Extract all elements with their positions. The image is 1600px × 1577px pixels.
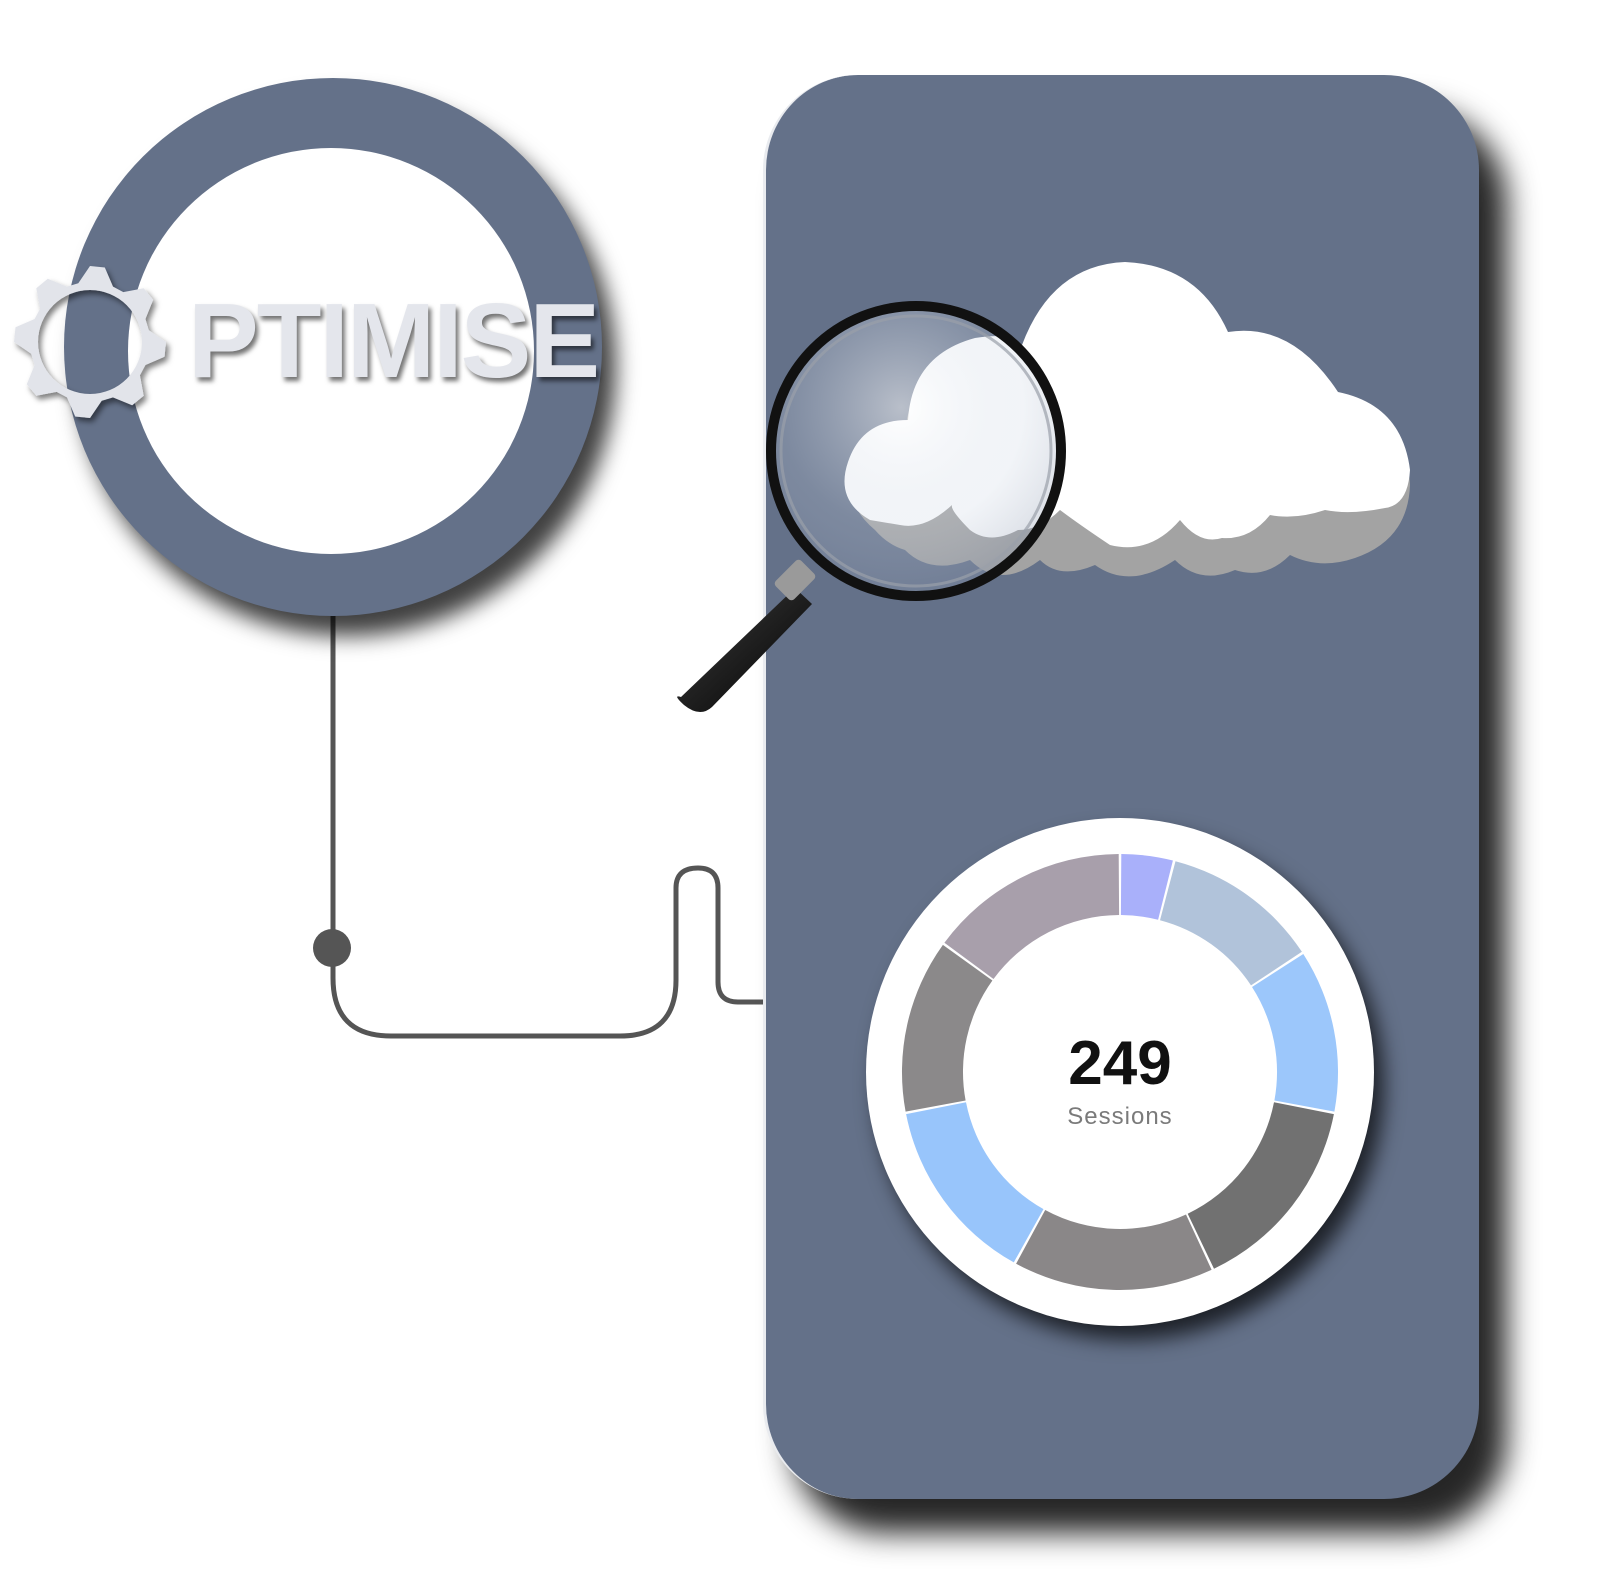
magnifying-glass-icon bbox=[677, 301, 1066, 713]
connector-dot-icon bbox=[313, 929, 351, 967]
sessions-count: 249 bbox=[1068, 1029, 1172, 1098]
donut-segment-8 bbox=[944, 854, 1120, 979]
donut-segment-5 bbox=[1016, 1210, 1212, 1291]
donut-segment-1 bbox=[1120, 854, 1173, 920]
logo-text: PTIMISE bbox=[188, 282, 600, 400]
sessions-label: Sessions bbox=[1067, 1103, 1173, 1130]
logo-ring-inner bbox=[128, 148, 534, 554]
donut-segment-4 bbox=[1187, 1102, 1334, 1269]
donut-segment-2 bbox=[1160, 861, 1302, 986]
gear-shape bbox=[14, 266, 166, 418]
donut-segment-3 bbox=[1252, 954, 1339, 1112]
donut-segment-7 bbox=[901, 944, 993, 1112]
connector-line bbox=[330, 616, 766, 1039]
donut-segment-6 bbox=[906, 1102, 1044, 1263]
